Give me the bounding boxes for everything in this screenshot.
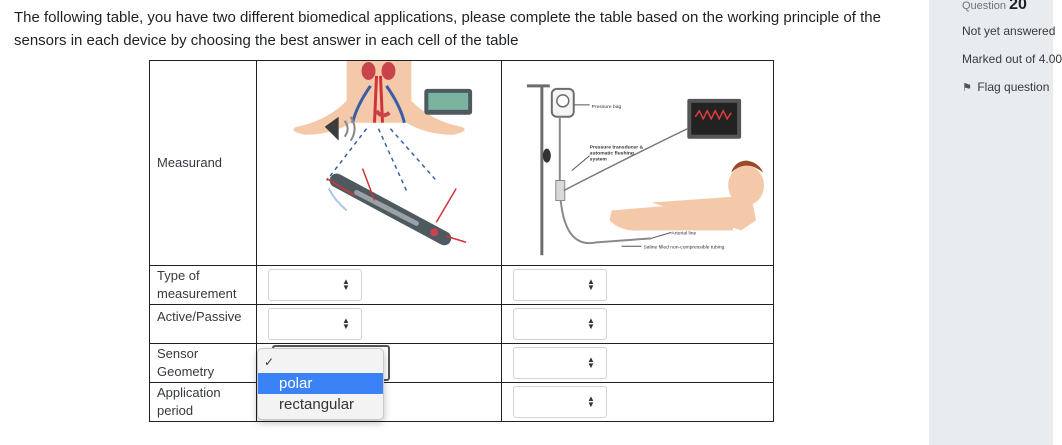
select-arrows-icon: ▲▼ bbox=[587, 277, 595, 293]
table-row: Application period ▲▼ bbox=[149, 382, 774, 423]
row-label-period: Application period bbox=[149, 382, 257, 423]
select-arrows-icon: ▲▼ bbox=[587, 316, 595, 332]
device1-image bbox=[256, 59, 502, 267]
table-row: Measurand bbox=[149, 59, 774, 267]
bladder bbox=[374, 109, 391, 118]
transducer-label: Pressure transducer & automatic flushing… bbox=[589, 144, 644, 163]
kidney-right bbox=[381, 62, 396, 80]
arterial-line-label: Arterial line bbox=[671, 230, 696, 236]
cell-active-device2: ▲▼ bbox=[501, 304, 774, 345]
select-arrows-icon: ▲▼ bbox=[342, 316, 350, 332]
speaker-icon bbox=[324, 116, 339, 141]
question-number: 20 bbox=[1009, 0, 1027, 13]
monitor-cable bbox=[563, 128, 688, 192]
pressure-bag-label: Pressure bag bbox=[592, 104, 622, 110]
answer-state: Not yet answered bbox=[962, 24, 1056, 38]
dropdown-option-rectangular[interactable]: rectangular bbox=[279, 396, 355, 413]
row-label-measurand: Measurand bbox=[149, 59, 257, 267]
transducer bbox=[555, 180, 566, 201]
waveform bbox=[694, 109, 732, 121]
dropdown-option-blank[interactable] bbox=[258, 352, 383, 373]
row-label-active-passive: Active/Passive bbox=[149, 304, 257, 345]
select-arrows-icon: ▲▼ bbox=[342, 277, 350, 293]
inflation-bulb bbox=[542, 148, 551, 163]
row-label-type: Type of measurement bbox=[149, 265, 257, 306]
grade-info: Marked out of 4.00 bbox=[962, 52, 1062, 66]
geometry-select-device2[interactable]: ▲▼ bbox=[513, 347, 607, 380]
cell-type-device1: ▲▼ bbox=[256, 265, 502, 306]
question-table: Measurand bbox=[149, 59, 774, 423]
dropdown-option-polar[interactable]: polar bbox=[258, 373, 383, 394]
cell-type-device2: ▲▼ bbox=[501, 265, 774, 306]
signal-dashed-lines bbox=[326, 128, 437, 191]
select-arrows-icon: ▲▼ bbox=[587, 355, 595, 371]
table-row: Sensor Geometry ▲▼ bbox=[149, 343, 774, 384]
monitor-screen bbox=[691, 102, 738, 135]
torso-shape bbox=[293, 61, 465, 135]
question-number-label: Question 20 bbox=[962, 0, 1027, 14]
cell-geometry-device2: ▲▼ bbox=[501, 343, 774, 384]
capsule-endoscopy-illustration bbox=[293, 61, 473, 246]
table-row: Type of measurement ▲▼ ▲▼ bbox=[149, 265, 774, 306]
cell-period-device2: ▲▼ bbox=[501, 382, 774, 423]
type-select-device1[interactable]: ▲▼ bbox=[268, 269, 362, 302]
patient-hair bbox=[731, 160, 764, 173]
active-select-device2[interactable]: ▲▼ bbox=[513, 308, 607, 341]
device2-image: Pressure bag Pressure transducer & autom… bbox=[501, 59, 774, 267]
kidney-left bbox=[361, 62, 376, 80]
pointer-arrows bbox=[326, 168, 467, 243]
iv-stand bbox=[526, 84, 550, 256]
select-arrows-icon: ▲▼ bbox=[587, 394, 595, 410]
flag-icon: ⚑ bbox=[962, 82, 972, 94]
arterial-line-illustration: Pressure bag Pressure transducer & autom… bbox=[526, 84, 765, 256]
patient-head bbox=[728, 165, 765, 206]
active-select-device1[interactable]: ▲▼ bbox=[268, 308, 362, 341]
row-label-geometry: Sensor Geometry bbox=[149, 343, 257, 384]
question-info-panel: Question 20 Not yet answered Marked out … bbox=[929, 0, 1062, 445]
flag-question-link[interactable]: ⚑ Flag question bbox=[962, 80, 1050, 94]
question-text: The following table, you have two differ… bbox=[14, 9, 881, 49]
type-select-device2[interactable]: ▲▼ bbox=[513, 269, 607, 302]
receiver-screen bbox=[428, 92, 469, 110]
tubing-label: Saline filled non-compressible tubing bbox=[643, 244, 724, 250]
geometry-dropdown-menu[interactable]: polar rectangular bbox=[257, 348, 384, 420]
period-select-device2[interactable]: ▲▼ bbox=[513, 386, 607, 419]
table-row: Active/Passive ▲▼ ▲▼ bbox=[149, 304, 774, 345]
cell-active-device1: ▲▼ bbox=[256, 304, 502, 345]
